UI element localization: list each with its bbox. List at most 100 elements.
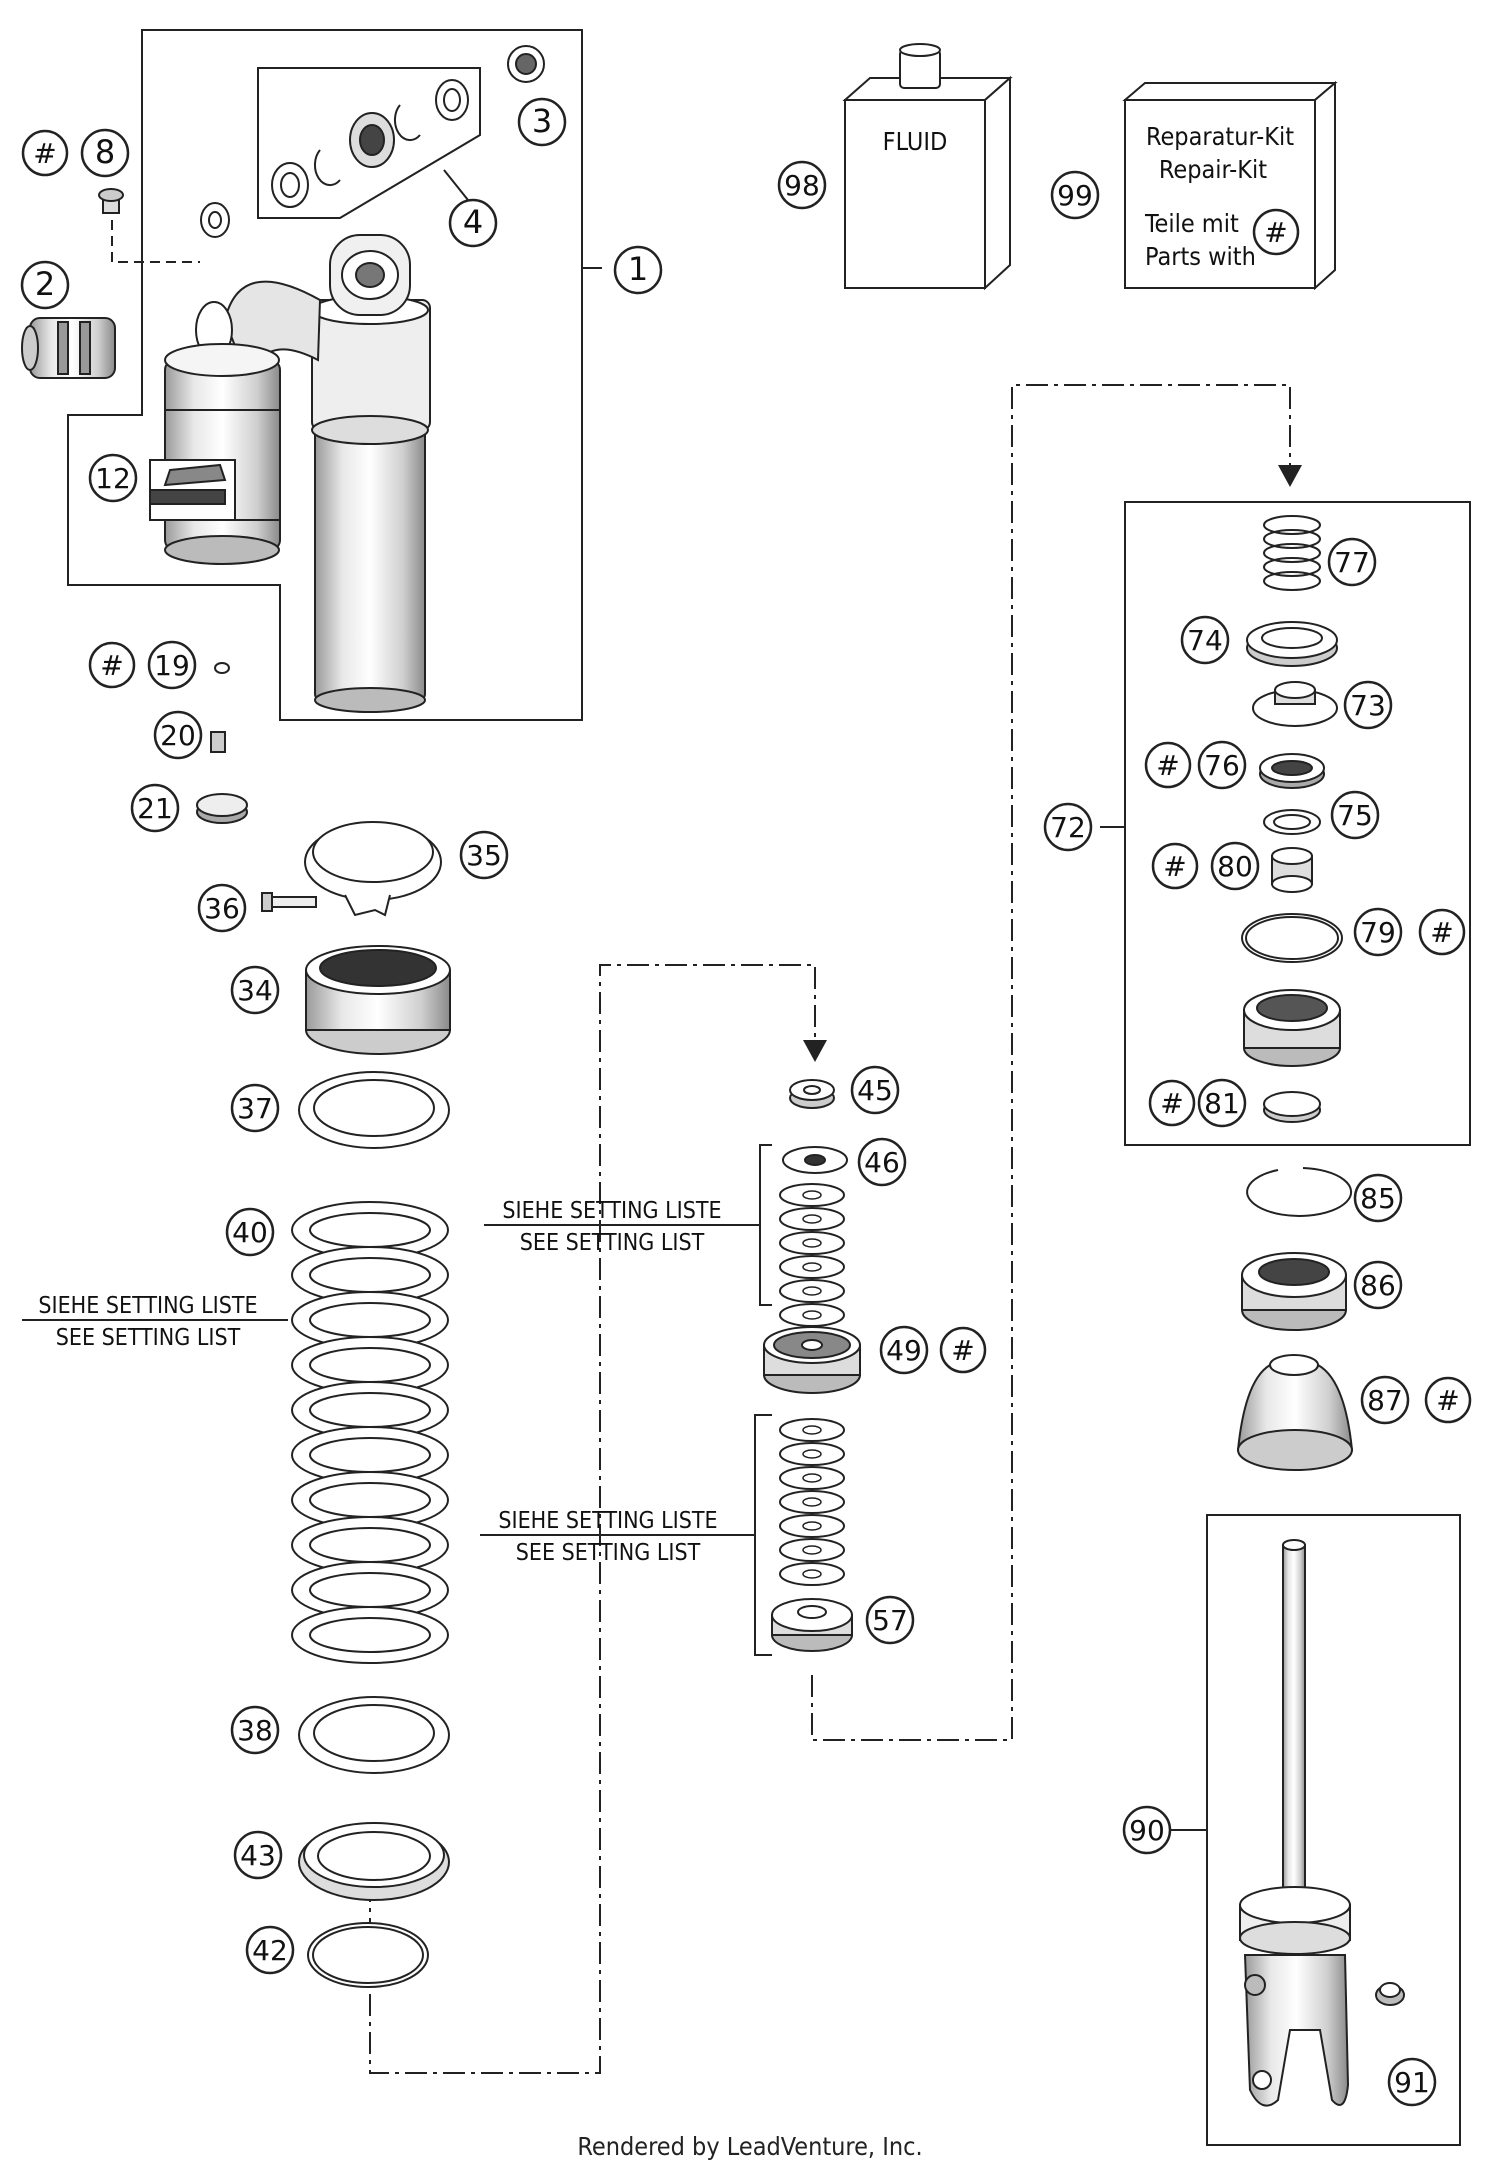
callout-number: 2: [35, 265, 55, 303]
callout-number: 37: [237, 1092, 273, 1125]
callout-75: 75: [1330, 790, 1380, 840]
callout-number: 57: [872, 1604, 908, 1637]
callout-number: 85: [1360, 1182, 1396, 1215]
callout-number: 36: [204, 892, 240, 925]
callout-20: 20: [153, 710, 203, 760]
callout-3: 3: [517, 97, 567, 147]
callout-77: 77: [1327, 537, 1377, 587]
callout-number: 77: [1334, 546, 1370, 579]
callout-36: 36: [197, 883, 247, 933]
callout-42: 42: [245, 1925, 295, 1975]
setting-list-de-upper: SIEHE SETTING LISTE: [502, 1198, 721, 1224]
callout-number: 38: [237, 1714, 273, 1747]
callout-1: 1: [613, 245, 663, 295]
callout-46: 46: [857, 1137, 907, 1187]
callout-number: 73: [1350, 689, 1386, 722]
callout-number: 35: [466, 839, 502, 872]
callout-99: 99: [1050, 170, 1100, 220]
hash-marker: #: [1151, 842, 1199, 890]
footer-credit: Rendered by LeadVenture, Inc.: [577, 2132, 923, 2161]
svg-text:#: #: [1156, 749, 1179, 782]
callout-number: 99: [1057, 179, 1093, 212]
callout-number: 45: [857, 1074, 893, 1107]
callout-number: 12: [95, 462, 131, 495]
assembly-frame-72: [1124, 501, 1471, 1146]
callout-number: 80: [1217, 850, 1253, 883]
callout-98: 98: [777, 160, 827, 210]
callout-number: 76: [1204, 749, 1240, 782]
callout-number: 90: [1129, 1814, 1165, 1847]
callout-49: 49: [879, 1325, 929, 1375]
callout-86: 86: [1353, 1260, 1403, 1310]
callout-87: 87: [1360, 1375, 1410, 1425]
callout-number: 72: [1050, 811, 1086, 844]
callout-number: 20: [160, 719, 196, 752]
callout-number: 49: [886, 1334, 922, 1367]
callout-number: 42: [252, 1934, 288, 1967]
hash-marker: #: [1418, 908, 1466, 956]
callout-21: 21: [130, 783, 180, 833]
spring-40: [291, 1201, 449, 1664]
repair-kit-line2: Repair-Kit: [1159, 155, 1267, 184]
callout-19: 19: [147, 640, 197, 690]
callout-number: 34: [237, 974, 273, 1007]
repair-kit-line4: Parts with: [1145, 242, 1256, 271]
callout-12: 12: [88, 453, 138, 503]
svg-text:#: #: [1163, 850, 1186, 883]
callout-number: 21: [137, 792, 173, 825]
callout-number: 81: [1204, 1087, 1240, 1120]
callout-37: 37: [230, 1083, 280, 1133]
svg-text:#: #: [1436, 1384, 1459, 1417]
callout-8: 8: [80, 128, 130, 178]
callout-number: 19: [154, 649, 190, 682]
callout-57: 57: [865, 1595, 915, 1645]
repair-kit-line3: Teile mit: [1144, 209, 1239, 238]
callout-number: 98: [784, 169, 820, 202]
callout-80: 80: [1210, 841, 1260, 891]
callout-number: 86: [1360, 1269, 1396, 1302]
callout-74: 74: [1180, 615, 1230, 665]
callout-number: 79: [1360, 916, 1396, 949]
callout-number: 1: [628, 250, 648, 288]
svg-text:#: #: [951, 1334, 974, 1367]
callout-number: 87: [1367, 1384, 1403, 1417]
callout-85: 85: [1353, 1173, 1403, 1223]
callout-76: 76: [1197, 740, 1247, 790]
callout-number: 74: [1187, 624, 1223, 657]
hash-marker: #: [88, 641, 136, 689]
callout-number: 3: [532, 102, 552, 140]
callout-45: 45: [850, 1065, 900, 1115]
callout-43: 43: [233, 1830, 283, 1880]
callout-number: 43: [240, 1839, 276, 1872]
callout-number: 75: [1337, 799, 1373, 832]
callout-4: 4: [448, 198, 498, 248]
callout-81: 81: [1197, 1078, 1247, 1128]
hash-marker: #: [1148, 1079, 1196, 1127]
callout-35: 35: [459, 830, 509, 880]
callout-number: 4: [463, 203, 483, 241]
setting-list-de-left: SIEHE SETTING LISTE: [38, 1293, 257, 1319]
callout-number: 40: [232, 1216, 268, 1249]
hash-marker: #: [1144, 741, 1192, 789]
callout-2: 2: [20, 260, 70, 310]
hash-marker: #: [939, 1326, 987, 1374]
hash-marker: #: [21, 129, 69, 177]
svg-text:#: #: [1160, 1087, 1183, 1120]
setting-list-en-left: SEE SETTING LIST: [56, 1325, 241, 1351]
repair-kit-line1: Reparatur-Kit: [1146, 122, 1294, 151]
callout-73: 73: [1343, 680, 1393, 730]
hash-marker: #: [1424, 1376, 1472, 1424]
callout-91: 91: [1387, 2057, 1437, 2107]
setting-list-en-lower: SEE SETTING LIST: [516, 1540, 701, 1566]
callout-90: 90: [1122, 1805, 1172, 1855]
callout-40: 40: [225, 1207, 275, 1257]
assembly-frame-1: [67, 29, 583, 721]
svg-text:#: #: [1264, 216, 1287, 249]
svg-text:#: #: [100, 649, 123, 682]
callout-number: 8: [95, 133, 115, 171]
callout-38: 38: [230, 1705, 280, 1755]
callout-number: 91: [1394, 2066, 1430, 2099]
svg-text:#: #: [33, 137, 56, 170]
